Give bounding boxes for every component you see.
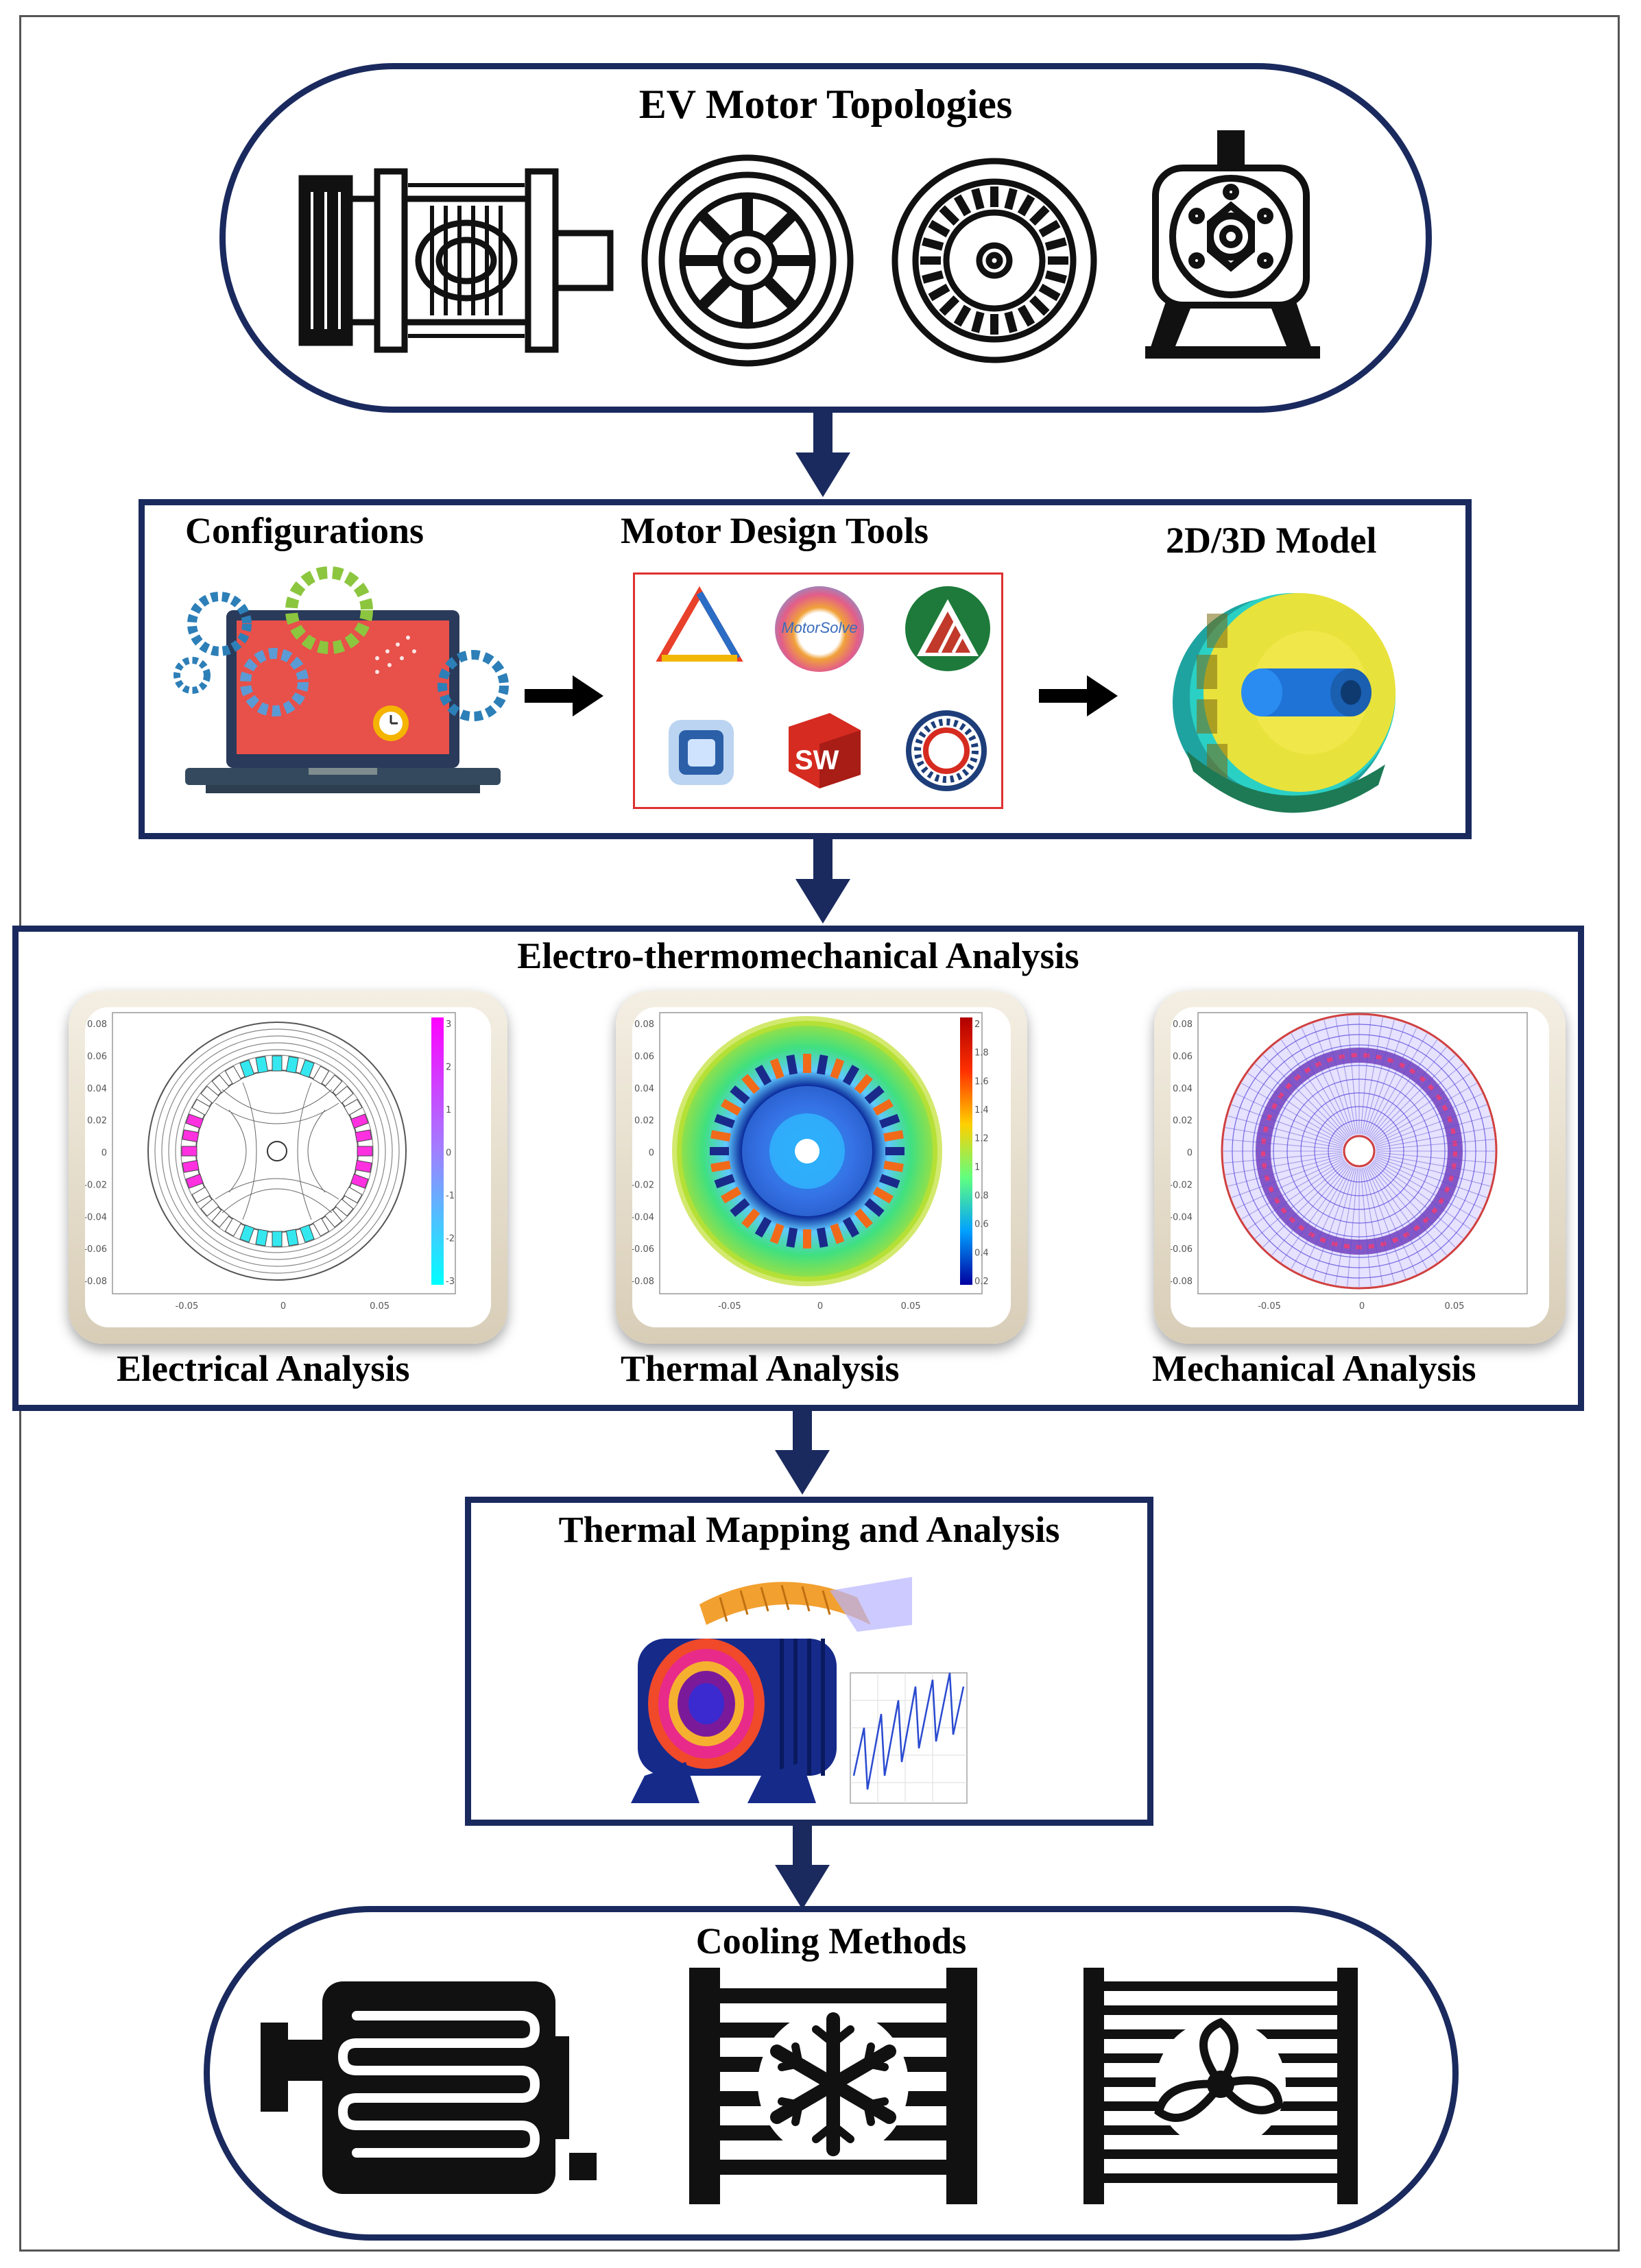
y-tick-label: 0 — [1187, 1148, 1193, 1159]
y-tick-label: -0.02 — [1171, 1180, 1193, 1190]
tool-logo-stator-ring — [906, 710, 987, 791]
colorbar-tick-label: 0.6 — [974, 1220, 989, 1230]
arrow-right-2 — [1039, 675, 1118, 716]
colorbar-tick-label: -1 — [446, 1191, 455, 1201]
topologies-title: EV Motor Topologies — [638, 82, 1013, 127]
colorbar-tick-label: 0.2 — [974, 1277, 989, 1287]
tool-logo-sw: SW — [789, 713, 861, 788]
x-tick-label: 0 — [1359, 1301, 1365, 1312]
colorbar-tick-label: -3 — [446, 1277, 455, 1287]
colorbar-tick-label: 1.4 — [974, 1105, 989, 1115]
y-tick-label: -0.02 — [632, 1180, 654, 1190]
mechanical-plot-panel: 0.08 0.06 0.04 0.02 0 -0.02 -0.04 -0.06 -0.08 -0.… — [1154, 991, 1566, 1344]
flow-arrow-1 — [795, 411, 850, 497]
tool-logo-cube — [669, 720, 734, 785]
liquid-cooling-icon — [261, 1981, 597, 2194]
y-tick-label: 0.06 — [87, 1052, 107, 1062]
laptop-configuration-illustration — [173, 566, 509, 793]
y-tick-label: -0.02 — [85, 1180, 107, 1190]
y-tick-label: 0.06 — [1173, 1052, 1193, 1062]
y-tick-label: -0.04 — [85, 1212, 107, 1222]
y-tick-label: 0 — [649, 1148, 654, 1159]
y-tick-label: 0.04 — [634, 1084, 654, 1094]
colorbar-tick-label: 1 — [974, 1162, 980, 1172]
flow-arrow-4 — [775, 1824, 830, 1909]
mechanical-plot: 0.08 0.06 0.04 0.02 0 -0.02 -0.04 -0.06 -0.08 -0.… — [1171, 1012, 1528, 1312]
y-tick-label: 0.08 — [1173, 1020, 1193, 1030]
motor-icon-spoked — [641, 154, 854, 367]
electrical-analysis-label: Electrical Analysis — [117, 1348, 410, 1389]
y-tick-label: -0.06 — [632, 1244, 654, 1255]
thermal-analysis-label: Thermal Analysis — [621, 1348, 900, 1389]
x-tick-label: 0.05 — [901, 1301, 921, 1312]
y-tick-label: -0.04 — [1171, 1212, 1193, 1222]
y-tick-label: 0.02 — [634, 1116, 654, 1126]
x-tick-label: 0.05 — [370, 1301, 390, 1312]
x-tick-label: -0.05 — [718, 1301, 741, 1312]
motor-3d-model — [1173, 593, 1396, 813]
x-tick-label: 0 — [817, 1301, 823, 1312]
thermal-mapping-illustration — [631, 1577, 968, 1804]
y-tick-label: 0.08 — [634, 1020, 654, 1030]
thermal-plot-panel: 0.08 0.06 0.04 0.02 0 -0.02 -0.04 -0.06 -0.08 -0.… — [616, 991, 1027, 1344]
motor-icon-slotted — [891, 158, 1097, 363]
configurations-title: Configurations — [185, 510, 424, 551]
design-tools-title: Motor Design Tools — [621, 510, 929, 551]
colorbar-tick-label: 2 — [974, 1020, 980, 1030]
sw-logo-text: SW — [795, 745, 839, 775]
y-tick-label: -0.06 — [1171, 1244, 1193, 1255]
electrical-plot-panel: 0.08 0.06 0.04 0.02 0 -0.02 -0.04 -0.06 -0.08 -0.… — [69, 991, 507, 1344]
colorbar-tick-label: 1.8 — [974, 1048, 989, 1059]
arrow-right-1 — [525, 675, 603, 716]
y-tick-label: -0.08 — [632, 1277, 654, 1287]
model-title: 2D/3D Model — [1166, 520, 1377, 561]
flow-arrow-2 — [795, 838, 850, 924]
etm-title: Electro-thermomechanical Analysis — [517, 935, 1079, 976]
colorbar-tick-label: 1 — [446, 1105, 451, 1115]
motor-icon-induction — [1145, 130, 1320, 359]
refrigerant-cooling-icon — [689, 1968, 977, 2204]
tool-logo-green-triangle — [905, 586, 990, 671]
y-tick-label: -0.04 — [632, 1212, 654, 1222]
electrical-plot: 0.08 0.06 0.04 0.02 0 -0.02 -0.04 -0.06 -0.08 -0.… — [85, 1012, 456, 1312]
colorbar-tick-label: -2 — [446, 1234, 455, 1244]
x-tick-label: 0.05 — [1444, 1301, 1464, 1312]
colorbar-tick-label: 2 — [446, 1063, 451, 1073]
motorsolve-label: MotorSolve — [781, 619, 858, 636]
thermal-plot: 0.08 0.06 0.04 0.02 0 -0.02 -0.04 -0.06 -0.08 -0.… — [632, 1012, 989, 1312]
y-tick-label: 0 — [101, 1148, 107, 1159]
flow-arrow-3 — [775, 1409, 830, 1495]
y-tick-label: 0.04 — [1173, 1084, 1193, 1094]
air-cooling-fan-icon — [1083, 1968, 1358, 2204]
y-tick-label: -0.08 — [1171, 1277, 1193, 1287]
colorbar-tick-label: 1.2 — [974, 1134, 989, 1144]
cooling-title: Cooling Methods — [695, 1920, 967, 1962]
colorbar-tick-label: 0.8 — [974, 1191, 989, 1201]
y-tick-label: 0.02 — [1173, 1116, 1193, 1126]
x-tick-label: -0.05 — [1258, 1301, 1281, 1312]
tool-logo-ansys-triangle — [656, 586, 743, 662]
mechanical-analysis-label: Mechanical Analysis — [1152, 1348, 1476, 1389]
colorbar-tick-label: 1.6 — [974, 1076, 989, 1087]
y-tick-label: 0.04 — [87, 1084, 107, 1094]
y-tick-label: 0.06 — [634, 1052, 654, 1062]
x-tick-label: -0.05 — [176, 1301, 199, 1312]
colorbar-tick-label: 0 — [446, 1148, 451, 1159]
y-tick-label: 0.02 — [87, 1116, 107, 1126]
colorbar-tick-label: 3 — [446, 1020, 451, 1030]
y-tick-label: -0.08 — [85, 1277, 107, 1287]
tool-logo-motorsolve: MotorSolve — [775, 586, 864, 672]
colorbar-tick-label: 0.4 — [974, 1248, 989, 1258]
motor-icon-axial — [298, 168, 614, 353]
y-tick-label: 0.08 — [87, 1020, 107, 1030]
y-tick-label: -0.06 — [85, 1244, 107, 1255]
thermal-mapping-title: Thermal Mapping and Analysis — [558, 1509, 1060, 1550]
x-tick-label: 0 — [280, 1301, 286, 1312]
